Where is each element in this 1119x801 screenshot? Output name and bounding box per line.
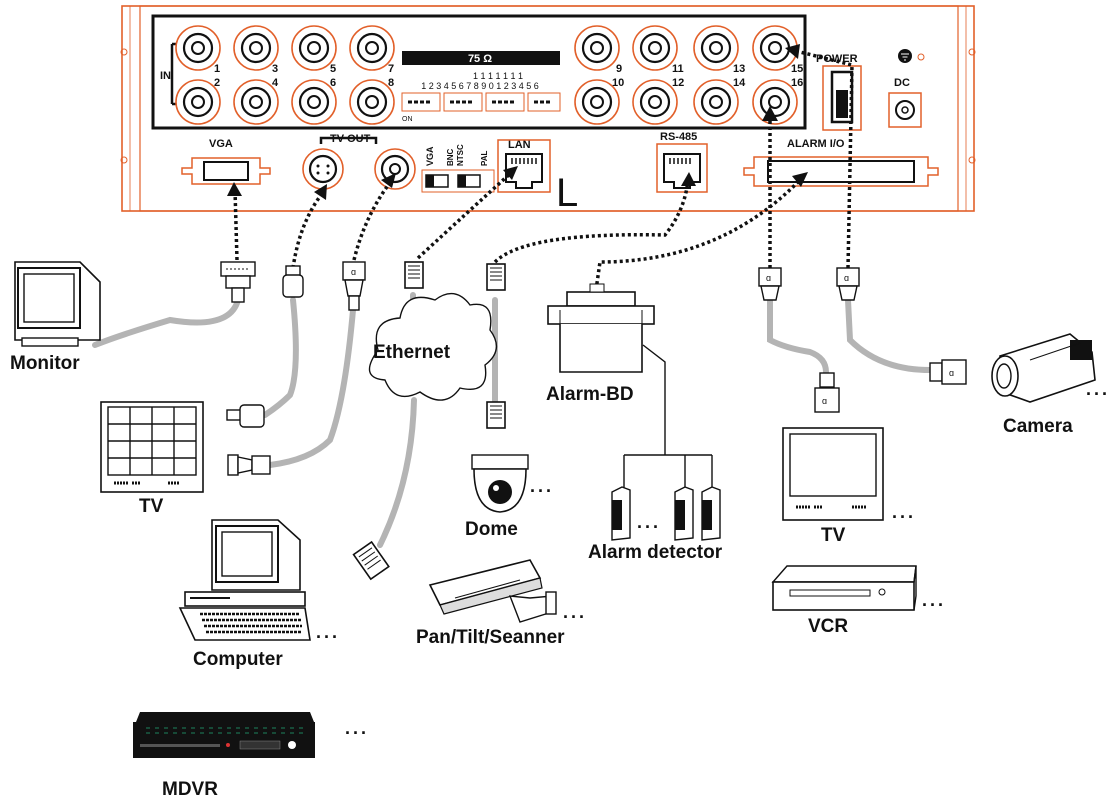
svg-text:ɑ: ɑ [351, 267, 356, 277]
input-number-14: 14 [733, 77, 746, 89]
computer-ellipsis: ... [316, 622, 340, 642]
bnc-input-9[interactable] [575, 26, 619, 70]
svg-text:ɑ: ɑ [766, 273, 771, 283]
input-number-15: 15 [791, 63, 803, 75]
bnc-plug-vcr-icon[interactable]: ɑ [759, 268, 781, 300]
tv-right-ellipsis: ... [892, 502, 916, 522]
svg-text:ɑ: ɑ [822, 396, 827, 406]
vga-label: VGA [209, 138, 233, 150]
input-number-8: 8 [388, 77, 394, 89]
camera-icon [992, 334, 1095, 402]
input-number-4: 4 [272, 77, 279, 89]
mdvr-icon [133, 712, 315, 758]
ethernet-rj45-end-icon[interactable] [354, 542, 389, 579]
dip-on-label: ON [402, 116, 413, 123]
dome-ellipsis: ... [530, 476, 554, 496]
bnc-plug-tv-left-icon[interactable] [228, 455, 270, 475]
input-number-16: 16 [791, 77, 803, 89]
alarm-bd-icon [548, 284, 654, 372]
bnc-tvout-port[interactable] [375, 149, 415, 189]
input-number-10: 10 [612, 77, 624, 89]
bnc-input-14[interactable] [694, 80, 738, 124]
bnc-input-13[interactable] [694, 26, 738, 70]
vga-plug-icon[interactable] [221, 262, 255, 302]
vcr-label: VCR [808, 616, 848, 637]
dvr-rear-panel: IN 1 2 3 4 5 6 7 8 9 10 11 12 13 14 15 [121, 6, 975, 215]
input-number-13: 13 [733, 63, 745, 75]
input-number-2: 2 [214, 77, 220, 89]
in-label: IN [160, 70, 171, 82]
ethernet-label: Ethernet [373, 342, 451, 363]
vcr-ellipsis: ... [922, 590, 946, 610]
dip-digits: 1 2 3 4 5 6 7 8 9 0 1 2 3 4 5 6 [421, 81, 539, 91]
bnc-plug-icon[interactable]: ɑ [343, 262, 365, 310]
alarm-detector-label: Alarm detector [588, 542, 723, 563]
input-number-3: 3 [272, 63, 278, 75]
dc-label: DC [894, 77, 910, 89]
alarm-detector-ellipsis: ... [637, 512, 661, 532]
dome-camera-icon [472, 455, 528, 512]
mdvr-ellipsis: ... [345, 718, 369, 738]
monitor-icon [15, 262, 100, 346]
monitor-label: Monitor [10, 353, 80, 374]
bnc-plug-tv-icon[interactable]: ɑ [815, 373, 839, 412]
impedance-label: 75 Ω [468, 53, 492, 65]
alarm-bd-label: Alarm-BD [546, 384, 634, 405]
lan-label: LAN [508, 139, 531, 151]
tv-left-label: TV [139, 496, 164, 517]
bnc-input-11[interactable] [633, 26, 677, 70]
input-number-11: 11 [672, 63, 684, 75]
input-number-7: 7 [388, 63, 394, 75]
pan-tilt-ellipsis: ... [563, 602, 587, 622]
input-number-5: 5 [330, 63, 336, 75]
tv-right-icon [783, 428, 883, 520]
input-number-1: 1 [214, 63, 220, 75]
switch-label-ntsc: NTSC [456, 144, 465, 166]
tv-right-label: TV [821, 525, 846, 546]
mdvr-label: MDVR [162, 779, 218, 800]
pan-tilt-label: Pan/Tilt/Seanner [416, 627, 565, 648]
input-number-9: 9 [616, 63, 622, 75]
computer-icon [180, 520, 310, 640]
svideo-plug-tv-icon[interactable] [227, 405, 264, 427]
dome-label: Dome [465, 519, 518, 540]
input-number-6: 6 [330, 77, 336, 89]
alarm-io-label: ALARM I/O [787, 138, 845, 150]
switch-label-bnc: BNC [446, 148, 455, 166]
svg-text:ɑ: ɑ [844, 273, 849, 283]
vcr-icon [773, 566, 916, 610]
input-number-12: 12 [672, 77, 684, 89]
bnc-plug-camera-icon[interactable]: ɑ [837, 268, 859, 300]
l-mark: L [556, 171, 578, 215]
dip-tens-digits: 1 1 1 1 1 1 1 [473, 71, 523, 81]
tv-left-icon [101, 402, 203, 492]
camera-ellipsis: ... [1086, 379, 1110, 399]
switch-label-pal: PAL [480, 150, 489, 166]
switch-label-vga: VGA [425, 146, 435, 166]
rj45-plug-icon[interactable] [405, 262, 423, 288]
pan-tilt-camera-icon [430, 560, 556, 622]
svideo-port[interactable] [303, 149, 343, 189]
camera-label: Camera [1003, 416, 1073, 437]
camera-bnc-plug-icon[interactable]: ɑ [930, 360, 966, 384]
alarm-detector-icon [612, 487, 720, 540]
svideo-plug-icon[interactable] [283, 266, 303, 297]
svg-text:ɑ: ɑ [949, 368, 954, 378]
computer-label: Computer [193, 649, 283, 670]
tvout-label: TV OUT [330, 133, 371, 145]
bnc-input-12[interactable] [633, 80, 677, 124]
rs485-label: RS-485 [660, 131, 697, 143]
